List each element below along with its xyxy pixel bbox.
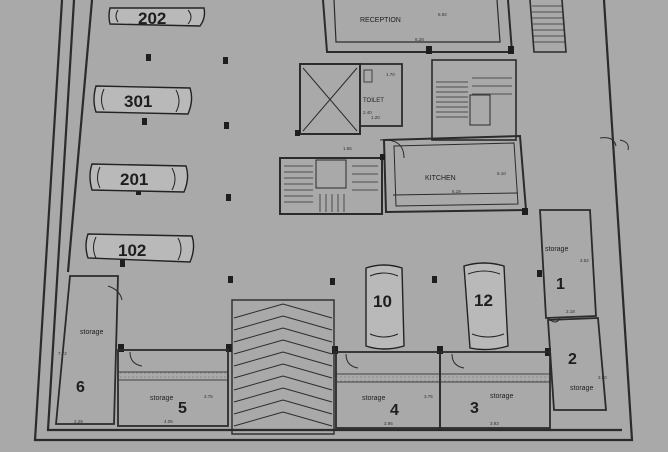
storage-2: 2 storage 3.60 bbox=[547, 317, 607, 411]
storage-6-width-dim: 2.29 bbox=[74, 419, 83, 424]
storage-2-label: storage bbox=[570, 385, 593, 392]
central-stair: 1.55 bbox=[279, 146, 383, 215]
storage-1-height-dim: 3.62 bbox=[580, 258, 589, 263]
storage-3: storage 3 3.93 bbox=[439, 351, 551, 429]
door-swings bbox=[547, 137, 629, 323]
car-202: 202 bbox=[108, 7, 206, 28]
storage-6-label: storage bbox=[80, 329, 103, 336]
car-102: 102 bbox=[85, 233, 195, 263]
upper-stair bbox=[431, 59, 517, 141]
car-301: 301 bbox=[93, 85, 193, 115]
storage-6-number: 6 bbox=[76, 379, 85, 396]
columns bbox=[118, 46, 551, 356]
reception-label: RECEPTION bbox=[360, 17, 401, 24]
reception-room: RECEPTION 6.92 6.28 bbox=[322, 0, 514, 53]
top-right-stair bbox=[529, 0, 567, 53]
reception-width-dim: 6.92 bbox=[438, 12, 447, 17]
storage-3-width-dim: 3.93 bbox=[490, 421, 499, 426]
stair-width-dim: 1.55 bbox=[343, 146, 352, 151]
storage-5-height-dim: 3.75 bbox=[204, 394, 213, 399]
kitchen-depth-dim: 6.10 bbox=[497, 171, 506, 176]
toilet-w-dim: 1.70 bbox=[386, 72, 395, 77]
car-10: 10 bbox=[365, 264, 405, 350]
car-label-102: 102 bbox=[118, 241, 146, 260]
entrance-ramp bbox=[231, 299, 335, 435]
car-label-10: 10 bbox=[373, 292, 392, 311]
storage-2-number: 2 bbox=[568, 351, 577, 368]
car-201: 201 bbox=[89, 163, 189, 193]
storage-1-number: 1 bbox=[556, 276, 565, 293]
storage-1: storage 1 3.62 2.18 bbox=[539, 209, 597, 319]
storage-4-number: 4 bbox=[390, 402, 399, 419]
reception-lower-dim: 6.28 bbox=[415, 37, 424, 42]
outer-walls bbox=[33, 0, 634, 442]
storage-4-height-dim: 3.75 bbox=[424, 394, 433, 399]
kitchen-width-dim: 6.19 bbox=[452, 189, 461, 194]
storage-5-width-dim: 4.05 bbox=[164, 419, 173, 424]
car-label-301: 301 bbox=[124, 92, 152, 111]
storage-6-height-dim: 7.72 bbox=[58, 351, 67, 356]
storage-3-number: 3 bbox=[470, 400, 479, 417]
car-label-202: 202 bbox=[138, 9, 166, 28]
toilet-room: TOILET 1.70 2.40 1.20 bbox=[359, 63, 403, 127]
storage-5-number: 5 bbox=[178, 400, 187, 417]
storage-4-width-dim: 3.95 bbox=[384, 421, 393, 426]
storage-5: storage 5 4.05 3.75 bbox=[117, 349, 229, 427]
car-label-201: 201 bbox=[120, 170, 148, 189]
storage-1-width-dim: 2.18 bbox=[566, 309, 575, 314]
storage-2-height-dim: 3.60 bbox=[598, 375, 607, 380]
toilet-h-dim: 2.40 bbox=[363, 110, 372, 115]
storage-3-label: storage bbox=[490, 393, 513, 400]
kitchen-label: KITCHEN bbox=[425, 175, 456, 182]
toilet-label: TOILET bbox=[363, 98, 384, 104]
storage-4-label: storage bbox=[362, 395, 385, 402]
car-12: 12 bbox=[463, 262, 509, 351]
storage-6: storage 6 7.72 2.29 bbox=[55, 275, 123, 425]
toilet-d-dim: 1.20 bbox=[371, 115, 380, 120]
storage-1-label: storage bbox=[545, 246, 568, 253]
storage-5-label: storage bbox=[150, 395, 173, 402]
car-label-12: 12 bbox=[474, 291, 493, 310]
